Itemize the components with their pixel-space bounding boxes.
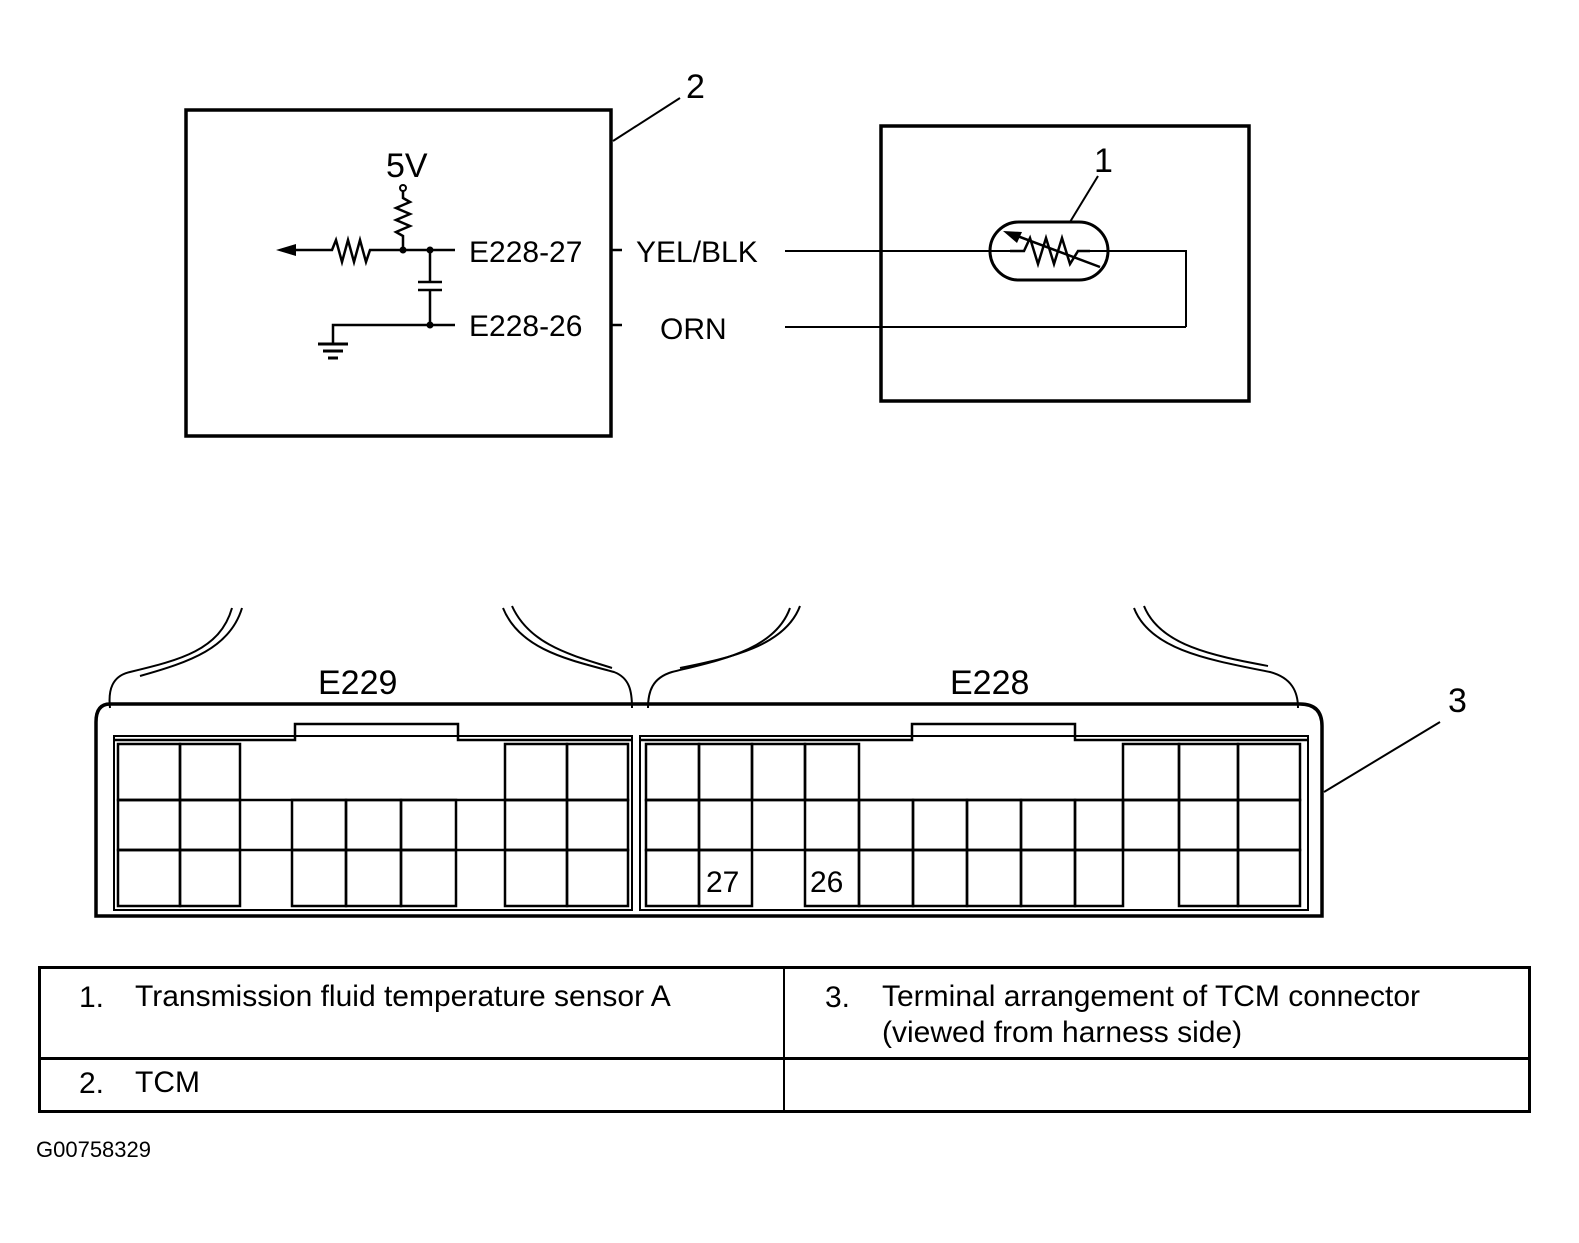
connector-housing (94, 702, 1324, 918)
thermistor-arrow-head (1003, 231, 1022, 243)
sensor-callout-leader (1069, 175, 1099, 223)
e229-key (114, 722, 632, 742)
harness-curve (647, 607, 791, 709)
legend-cell-1: 1. Transmission fluid temperature sensor… (41, 969, 785, 1060)
signal-out-arrow (276, 244, 296, 256)
supply-terminal (399, 184, 407, 192)
connector-callout-leader (1323, 721, 1441, 793)
pullup-resistor (392, 191, 414, 250)
junction-dot (399, 246, 407, 254)
legend-table: 1. Transmission fluid temperature sensor… (38, 966, 1531, 1113)
thermistor-icon (1010, 233, 1090, 269)
wire-color-signal: YEL/BLK (636, 236, 758, 269)
legend-cell-3: 3. Terminal arrangement of TCM connector… (785, 969, 1528, 1060)
pin-label-ground: E228-26 (469, 310, 582, 343)
harness-curve (139, 607, 243, 677)
legend-cell-empty (785, 1060, 1528, 1110)
harness-curve (1143, 605, 1269, 667)
harness-curve (502, 607, 633, 709)
connector-e229-name: E229 (318, 664, 397, 702)
tcm-box (184, 108, 613, 438)
legend-number: 1. (79, 981, 105, 1014)
e228-frame (639, 735, 1309, 911)
e229-frame (113, 735, 633, 911)
sensor-box (879, 124, 1251, 403)
wire-color-ground: ORN (660, 313, 727, 346)
connector-callout-number: 3 (1448, 682, 1467, 720)
supply-voltage-label: 5V (386, 147, 428, 185)
pin-label-signal: E228-27 (469, 236, 582, 269)
wiring-diagram: 2 5V E228-27 E228-26 YEL/BLK ORN 1 (94, 68, 1467, 918)
harness-curve (511, 605, 613, 669)
e228-terminals (644, 742, 1302, 908)
harness-curve (1133, 607, 1299, 709)
thermistor-arrow (1011, 232, 1101, 269)
legend-cell-2: 2. TCM (41, 1060, 785, 1110)
sensor-callout-number: 1 (1094, 142, 1113, 180)
tcm-connector (94, 605, 1441, 918)
thermistor-body (988, 220, 1110, 282)
figure-id: G00758329 (36, 1137, 151, 1162)
terminal-27-label: 27 (706, 866, 739, 899)
ground-wire (331, 323, 455, 344)
tcm-callout-number: 2 (686, 68, 705, 106)
tcm-callout-leader (612, 97, 681, 142)
terminal-26-label: 26 (810, 866, 843, 899)
legend-text: Terminal arrangement of TCM connector (v… (882, 980, 1421, 1049)
legend-text: Transmission fluid temperature sensor A (135, 980, 671, 1013)
connector-e228-name: E228 (950, 664, 1029, 702)
e229-terminals (116, 742, 630, 908)
harness-curve (679, 605, 801, 669)
legend-number: 2. (79, 1067, 105, 1100)
signal-wire-return (1090, 250, 1187, 327)
e228-key (640, 722, 1308, 742)
legend-text: TCM (135, 1066, 200, 1099)
series-resistor (290, 235, 455, 267)
harness-curve (108, 607, 233, 709)
legend-number: 3. (825, 981, 851, 1014)
